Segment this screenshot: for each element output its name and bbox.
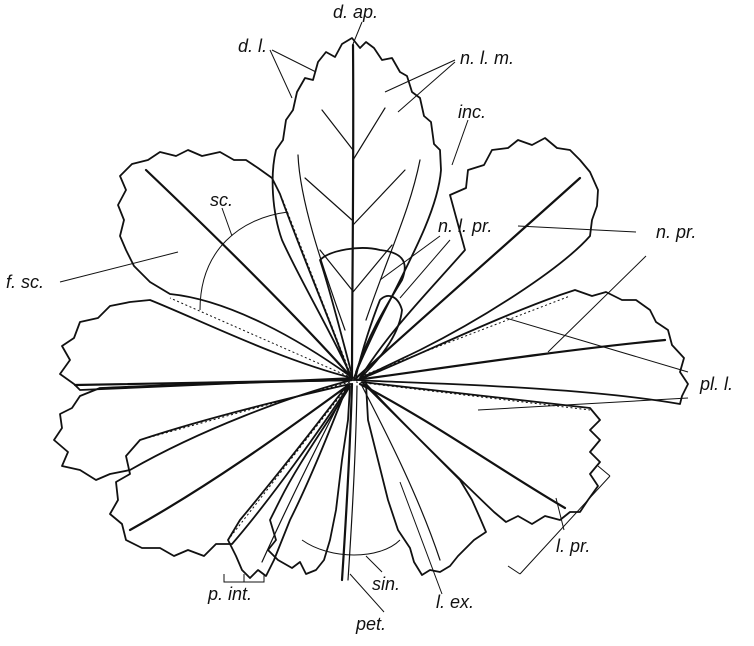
label-pl-l: pl. l. [699,374,733,394]
label-n-pr: n. pr. [656,222,696,242]
lower-left-exterior-vein [261,385,349,563]
labels: d. ap. d. l. n. l. m. inc. sc. f. sc. n.… [6,2,733,634]
upper-right-vein [352,176,582,382]
label-pet: pet. [355,614,386,634]
leader-inc [451,119,469,166]
dotted-line-upper-left [169,297,353,379]
dotted-line-left-lower [139,381,351,441]
leader-d-l-1 [269,49,293,99]
left-lobe-upper-outline [59,299,353,391]
leader-n-l-m-1 [384,59,456,93]
lower-right-exterior-vein [361,385,441,561]
lower-left-exterior-lobe-outline [267,385,351,575]
leader-pl-l-2 [477,397,689,411]
leader-n-pr-2 [547,255,647,353]
leader-sc [221,207,233,237]
lower-left-lobe-outline [109,383,351,557]
label-inc: inc. [458,102,486,122]
petiole-edge [347,385,358,581]
lower-right-exterior-lobe-outline [365,383,487,576]
median-vein-branch-right-1 [352,107,386,161]
median-vein [350,43,355,380]
inner-fragment-upper [319,247,406,376]
upper-left-vein [144,168,354,380]
median-lobe-inner-fold-right [365,159,421,321]
lower-left-interior-lobe-outline [227,383,349,579]
upper-left-lobe-outline [117,149,351,377]
leader-f-sc [59,251,179,283]
leader-pl-l-1 [505,317,689,373]
median-vein-branch-left-3 [319,249,353,291]
median-lobe-outline [271,37,442,379]
left-vein [73,378,354,387]
leader-d-ap [352,21,363,45]
leader-pet [349,573,385,613]
leader-n-l-m-2 [397,61,456,113]
sinus-angle-arc-upper [199,211,289,311]
leader-l-pr [555,497,565,531]
label-sin: sin. [372,574,400,594]
upper-right-lobe-outline [359,137,599,379]
median-vein-branch-left-1 [321,109,354,151]
label-l-ex: l. ex. [436,592,474,612]
dotted-line-right-upper [355,295,571,379]
sinus-angle-arc-lower [301,539,401,556]
dotted-line-upper [281,197,353,379]
leader-l-ex [399,481,443,595]
median-vein-branch-right-3 [352,244,393,293]
inner-fragment-lower [355,295,403,379]
leader-n-l-pr-1 [379,235,441,281]
leader-n-pr-1 [517,225,637,233]
label-n-l-m: n. l. m. [460,48,514,68]
petiole [340,382,354,582]
label-d-l: d. l. [238,36,267,56]
lower-right-lobe-outline [361,381,601,525]
dotted-line-left-bottom [227,385,349,541]
leader-lines [59,21,689,613]
lower-left-vein [128,382,352,532]
leader-n-l-pr-2 [399,239,451,299]
label-p-int: p. int. [207,584,252,604]
label-f-sc: f. sc. [6,272,44,292]
leader-d-l-2 [271,49,317,73]
label-d-ap: d. ap. [333,2,378,22]
dotted-line-right-lower [355,381,591,411]
l-pr-bracket [507,465,611,575]
median-vein-branch-right-2 [352,169,406,226]
median-lobe-inner-fold-left [297,154,346,331]
right-lobe-outline [357,289,689,405]
p-int-bracket [223,574,265,583]
right-vein [354,338,667,382]
left-lobe-outline [53,379,353,481]
leader-sin [365,555,383,573]
lower-right-vein [358,382,567,510]
leaf-drawing [53,37,689,582]
label-n-l-pr: n. l. pr. [438,216,492,236]
label-sc: sc. [210,190,233,210]
label-l-pr: l. pr. [556,536,590,556]
median-vein-branch-left-2 [304,177,353,221]
